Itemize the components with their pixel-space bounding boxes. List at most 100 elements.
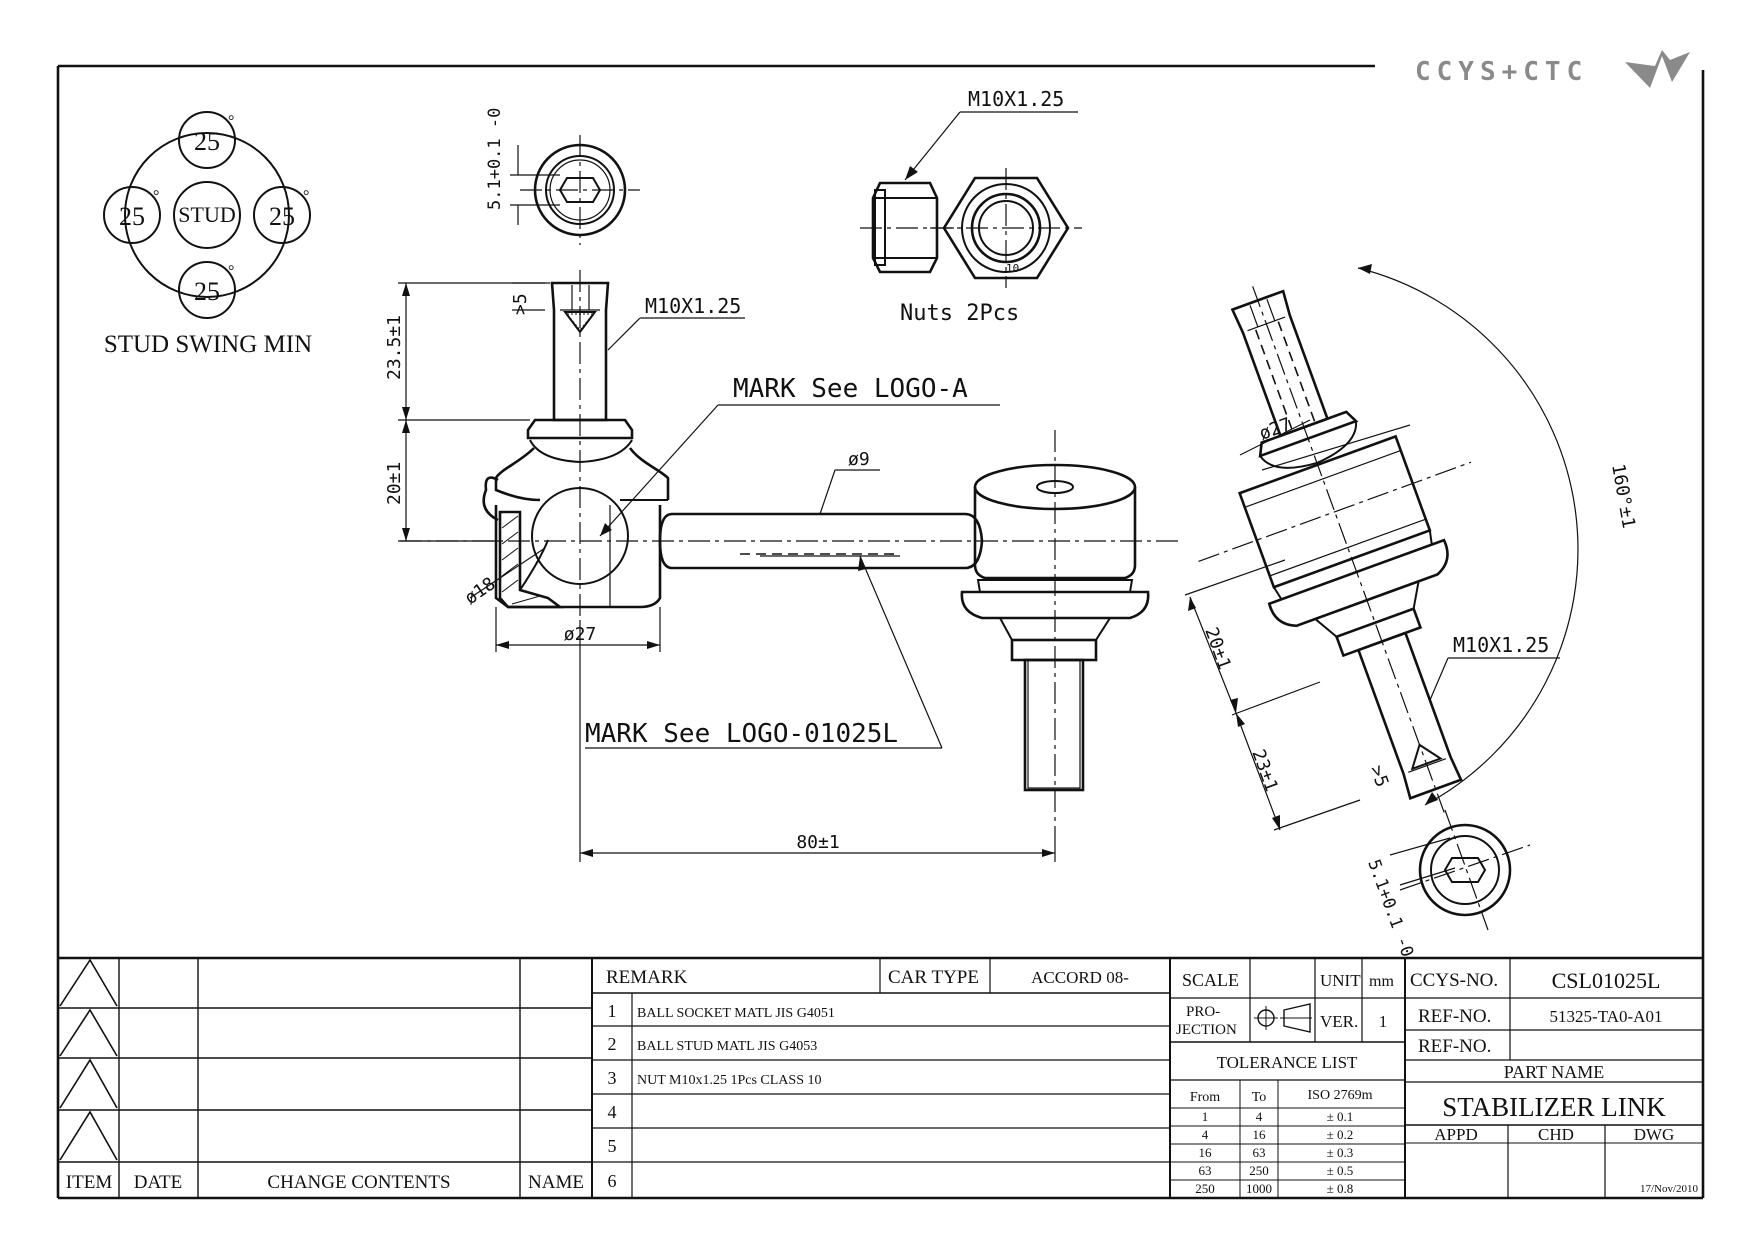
version-value: 1	[1379, 1012, 1388, 1031]
company-logo: CCYS+CTC	[1415, 50, 1690, 88]
id-block: CCYS-NO. CSL01025L REF-NO. 51325-TA0-A01…	[1410, 968, 1698, 1195]
tolerance-cell: 250	[1249, 1163, 1269, 1178]
nut-size-mark: 10	[1006, 262, 1019, 275]
chd-label: CHD	[1538, 1125, 1574, 1144]
remark-table: REMARK CAR TYPE ACCORD 08- 1 BALL SOCKET…	[606, 967, 1129, 1191]
nut-side-view	[860, 181, 960, 274]
nut-thread-label: M10X1.25	[968, 87, 1064, 111]
stud-swing-diagram: 25 ° 25 ° 25 ° 25 ° STUD STUD SWING MIN	[103, 111, 312, 358]
dim-right-diameter: ø27	[1257, 414, 1295, 445]
tolerance-cell: 16	[1253, 1127, 1267, 1142]
tolerance-cell: 63	[1199, 1163, 1212, 1178]
sheet-border	[56, 64, 1705, 1200]
right-thread-label: M10X1.25	[1453, 633, 1549, 657]
ball-joint-left	[400, 270, 1180, 620]
tolerance-cell: 1000	[1246, 1181, 1272, 1196]
swing-angle-left: 25	[119, 202, 145, 231]
car-type-value: ACCORD 08-	[1031, 968, 1129, 987]
version-label: VER.	[1320, 1012, 1358, 1031]
part-name: STABILIZER LINK	[1442, 1092, 1666, 1122]
dim-link-length: 80±1	[796, 832, 839, 853]
ref-no-label: REF-NO.	[1418, 1006, 1491, 1027]
dim-min-depth-top: >5	[510, 293, 531, 315]
dim-hex-depth-right: 5.1+0.1 -0	[1363, 857, 1417, 960]
swing-center-label: STUD	[178, 202, 235, 227]
link-rod	[658, 512, 984, 570]
dim-hex-depth: 5.1+0.1 -0	[485, 108, 505, 210]
tolerance-title: TOLERANCE LIST	[1217, 1053, 1358, 1072]
remark-no: 2	[608, 1034, 617, 1054]
tolerance-cell: ± 0.5	[1327, 1163, 1354, 1178]
ccys-no-label: CCYS-NO.	[1410, 970, 1498, 991]
tolerance-cell: ± 0.1	[1327, 1109, 1354, 1124]
mark-logo-01025l-label: MARK See LOGO-01025L	[585, 719, 898, 749]
col-name: NAME	[528, 1172, 584, 1193]
tolerance-cell: 1	[1202, 1109, 1209, 1124]
nut-thread-callout: M10X1.25	[904, 87, 1078, 181]
swing-angle-top: 25	[194, 127, 220, 156]
tolerance-col-from: From	[1190, 1090, 1220, 1105]
mark-callouts: MARK See LOGO-A MARK See LOGO-01025L	[585, 374, 1000, 749]
remark-text: BALL STUD MATL JIS G4053	[637, 1039, 817, 1054]
dim-ball-diameter: ø18	[461, 573, 500, 609]
tolerance-cell: ± 0.8	[1327, 1181, 1354, 1196]
col-item: ITEM	[66, 1172, 113, 1193]
remark-no: 6	[608, 1171, 617, 1191]
title-block	[58, 956, 1703, 1198]
appd-label: APPD	[1434, 1125, 1477, 1144]
stud-angled-view	[1198, 286, 1472, 813]
stud-thread-label: M10X1.25	[645, 294, 741, 318]
tolerance-cell: ± 0.2	[1327, 1127, 1354, 1142]
projection-label: PRO-	[1186, 1004, 1220, 1020]
degree-symbol: °	[228, 113, 234, 130]
right-dimensions: ø27 20±1 23±1 >5 M10X1.25 160°±1	[1184, 264, 1639, 831]
part-name-label: PART NAME	[1504, 1062, 1604, 1082]
remark-no: 1	[608, 1001, 617, 1021]
ref-no-value: 51325-TA0-A01	[1550, 1007, 1663, 1026]
swing-caption: STUD SWING MIN	[104, 331, 312, 358]
car-type-label: CAR TYPE	[888, 967, 979, 988]
hex-socket-end-view: 5.1+0.1 -0	[485, 108, 640, 245]
tolerance-cell: 63	[1253, 1145, 1266, 1160]
degree-symbol: °	[228, 263, 234, 280]
tolerance-cell: ± 0.3	[1327, 1145, 1354, 1160]
dim-right-thread-length: 23±1	[1247, 747, 1282, 795]
unit-value: mm	[1369, 973, 1394, 990]
scale-label: SCALE	[1182, 970, 1239, 990]
projection-label: JECTION	[1176, 1022, 1237, 1038]
swing-center-circle	[173, 181, 241, 249]
drawing-date: 17/Nov/2010	[1640, 1183, 1699, 1195]
revision-table: ITEM DATE CHANGE CONTENTS NAME	[66, 1172, 584, 1193]
remark-no: 4	[608, 1102, 617, 1122]
logo-wing-icon	[1625, 50, 1690, 88]
tolerance-cell: 250	[1195, 1181, 1215, 1196]
swing-angle-bottom: 25	[194, 277, 220, 306]
remark-no: 5	[608, 1136, 617, 1156]
mark-logo-a-label: MARK See LOGO-A	[733, 374, 968, 404]
tolerance-cell: 4	[1256, 1109, 1263, 1124]
hex-socket-end-view-right: 5.1+0.1 -0	[1363, 809, 1531, 960]
left-dimensions: 23.5±1 20±1 >5 M10X1.25 ø18 ø27 ø9 80±1	[384, 282, 1056, 862]
nut-front-view: 10	[930, 168, 1082, 288]
remark-label: REMARK	[606, 967, 688, 988]
tolerance-col-to: To	[1252, 1090, 1267, 1105]
dim-thread-length: 23.5±1	[384, 315, 405, 380]
col-change-contents: CHANGE CONTENTS	[267, 1172, 450, 1193]
dim-socket-height: 20±1	[384, 462, 405, 505]
ccys-no-value: CSL01025L	[1552, 968, 1661, 993]
col-date: DATE	[134, 1172, 183, 1193]
dim-right-body-length: 20±1	[1200, 625, 1235, 673]
swing-angle-right: 25	[269, 202, 295, 231]
dim-min-depth-right: >5	[1365, 763, 1392, 791]
remark-text: BALL SOCKET MATL JIS G4051	[637, 1006, 835, 1021]
remark-no: 3	[608, 1068, 617, 1088]
ref-no-label-2: REF-NO.	[1418, 1036, 1491, 1057]
scale-block: SCALE UNIT mm PRO- JECTION VER. 1 TOLERA…	[1176, 970, 1394, 1196]
tolerance-col-iso: ISO 2769m	[1308, 1088, 1373, 1103]
unit-label: UNIT	[1320, 971, 1361, 990]
tolerance-cell: 16	[1199, 1145, 1213, 1160]
ball-joint-right	[960, 430, 1150, 830]
degree-symbol: °	[153, 188, 159, 205]
dim-swing-angle: 160°±1	[1607, 462, 1639, 530]
